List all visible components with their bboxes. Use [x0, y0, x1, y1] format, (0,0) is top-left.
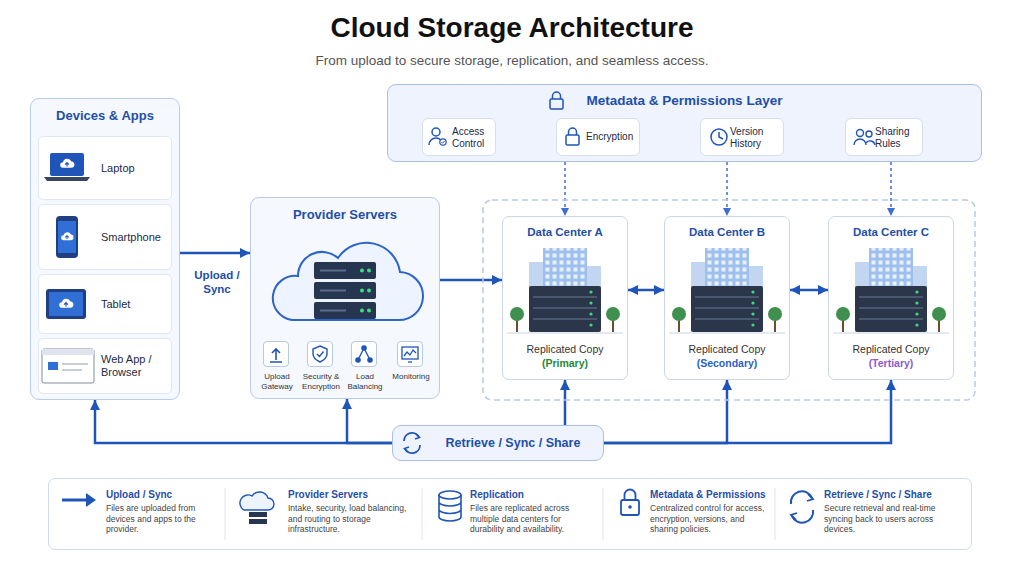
copy-label: Replicated Copy	[665, 343, 789, 355]
summary-heading: Retrieve / Sync / Share	[824, 489, 964, 500]
summary-text: Files are uploaded from devices and apps…	[106, 503, 218, 535]
device-label: Laptop	[101, 162, 167, 175]
feature-label: Access Control	[452, 126, 493, 149]
device-item: Web App / Browser	[38, 338, 172, 394]
layer-heading: Metadata & Permissions Layer	[388, 93, 981, 108]
feature-box: Version History	[700, 118, 784, 156]
upload-icon	[270, 349, 282, 362]
summary-heading: Replication	[470, 489, 596, 500]
flow-arrow	[564, 380, 567, 425]
flow-arrow	[628, 289, 664, 292]
lock-icon	[566, 128, 579, 145]
edge-label: Upload / Sync	[186, 268, 248, 296]
data-center-illustration	[507, 248, 623, 333]
dashed-connector	[890, 162, 892, 216]
device-item: Smartphone	[38, 204, 172, 270]
server-cloud-illustration	[273, 243, 423, 320]
feature-box: Encryption	[556, 118, 640, 156]
copy-label: Replicated Copy	[829, 343, 953, 355]
shield-icon	[313, 346, 327, 362]
sync-icon	[404, 433, 420, 453]
feature-box: Sharing Rules	[845, 118, 923, 156]
dashed-connector	[726, 162, 728, 216]
icon-box: Security & Encryption	[307, 341, 333, 367]
summary-heading: Provider Servers	[288, 489, 414, 500]
data-center-title: Data Center A	[503, 226, 627, 238]
replication-group	[483, 200, 975, 400]
feature-label: Encryption	[586, 131, 637, 143]
group-heading: Provider Servers	[251, 207, 439, 222]
data-center-title: Data Center C	[829, 226, 953, 238]
monitoring-icon	[402, 347, 418, 362]
data-center-title: Data Center B	[665, 226, 789, 238]
summary-text: Centralized control for access, encrypti…	[650, 503, 768, 535]
data-center-box: Data Center C Replicated Copy (Tertiary)	[828, 216, 954, 380]
flow-arrow	[440, 279, 502, 282]
access-icon	[429, 128, 446, 145]
feature-label: Sharing Rules	[875, 126, 920, 149]
clock-icon	[711, 129, 727, 145]
flow-arrow	[180, 252, 250, 255]
copy-role: (Secondary)	[665, 357, 789, 369]
flow-arrow	[604, 380, 891, 443]
device-item: Laptop	[38, 136, 172, 200]
layer-band: Metadata & Permissions LayerAccess Contr…	[387, 84, 982, 162]
summary-icons	[62, 488, 813, 540]
group-heading: Devices & Apps	[31, 108, 179, 123]
data-center-box: Data Center B Replicated Copy (Secondary)	[664, 216, 790, 380]
icon-label: Monitoring	[385, 372, 437, 382]
copy-label: Replicated Copy	[503, 343, 627, 355]
flow-arrow	[95, 400, 392, 443]
lock-icon	[550, 92, 563, 109]
laptop-icon	[44, 153, 90, 181]
flow-arrow	[347, 399, 392, 443]
summary-text: Files are replicated across multiple dat…	[470, 503, 596, 535]
device-label: Tablet	[101, 298, 167, 311]
dashed-connector	[564, 162, 566, 216]
feature-box: Access Control	[422, 118, 496, 156]
diagram-caption: From upload to secure storage, replicati…	[0, 53, 1024, 68]
icon-box: Load Balancing	[351, 341, 377, 367]
load-balancer-icon	[355, 345, 373, 363]
flow-arrow	[604, 380, 727, 443]
data-center-illustration	[669, 248, 785, 333]
icon-box: Upload Gateway	[263, 341, 289, 367]
icon-label: Load Balancing	[339, 372, 391, 391]
action-label: Retrieve / Sync / Share	[429, 436, 597, 450]
device-item: Tablet	[38, 274, 172, 334]
icon-label: Upload Gateway	[251, 372, 303, 391]
icon-label: Security & Encryption	[295, 372, 347, 391]
data-center-box: Data Center A Replicated Copy (Primary)	[502, 216, 628, 380]
action-pill: Retrieve / Sync / Share	[392, 425, 604, 461]
copy-role: (Primary)	[503, 357, 627, 369]
group-box: Provider ServersUpload GatewaySecurity &…	[250, 197, 440, 399]
tablet-icon	[46, 289, 86, 319]
summary-heading: Upload / Sync	[106, 489, 218, 500]
icon-box: Monitoring	[397, 341, 423, 367]
group-box: Devices & AppsLaptopSmartphoneTabletWeb …	[30, 98, 180, 400]
people-icon	[854, 130, 875, 146]
smartphone-icon	[56, 216, 78, 258]
summary-heading: Metadata & Permissions	[650, 489, 768, 500]
diagram-title: Cloud Storage Architecture	[0, 12, 1024, 44]
device-label: Smartphone	[101, 231, 167, 244]
copy-role: (Tertiary)	[829, 357, 953, 369]
feature-label: Version History	[730, 126, 781, 149]
browser-icon	[42, 349, 94, 383]
summary-text: Secure retrieval and real-time syncing b…	[824, 503, 964, 535]
device-label: Web App / Browser	[101, 353, 167, 379]
summary-text: Intake, security, load balancing, and ro…	[288, 503, 414, 535]
data-center-illustration	[833, 248, 949, 333]
flow-arrow	[790, 289, 828, 292]
